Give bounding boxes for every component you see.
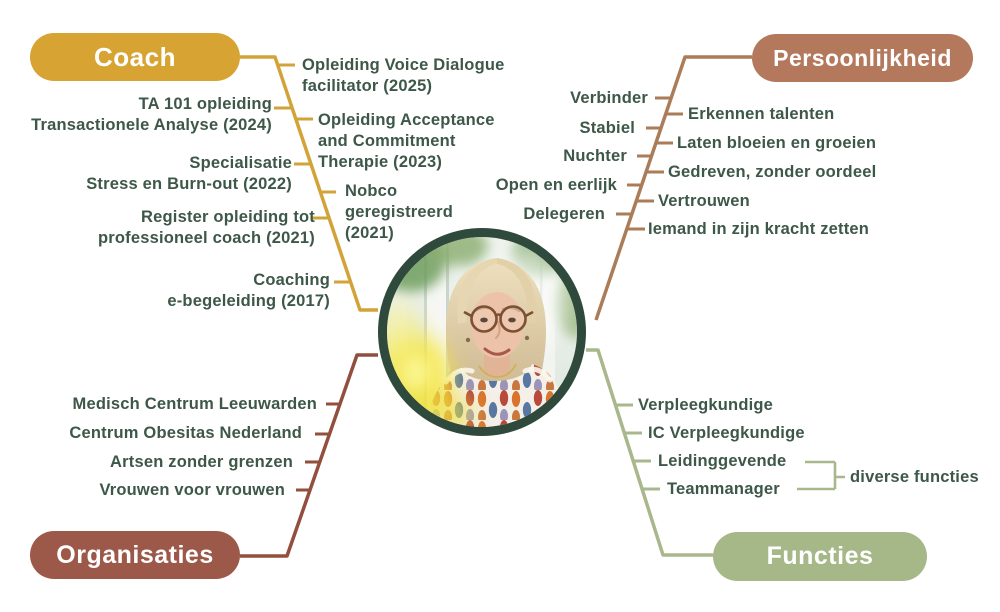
coach-item: Specialisatie Stress en Burn-out (2022) [86, 154, 292, 193]
necklace [478, 363, 517, 378]
persoonlijkheid-item: Vertrouwen [658, 192, 750, 210]
persoonlijkheid-item: Nuchter [563, 147, 627, 165]
functies-item: IC Verpleegkundige [648, 424, 805, 442]
coach-item: TA 101 opleiding Transactionele Analyse … [31, 95, 272, 134]
organisaties-item: Medisch Centrum Leeuwarden [72, 395, 317, 413]
coach-item: Register opleiding tot professioneel coa… [97, 208, 315, 247]
persoonlijkheid-node: Persoonlijkheid [752, 34, 973, 82]
organisaties-branch-line [240, 353, 378, 558]
functies-node: Functies [713, 532, 927, 581]
persoonlijkheid-item: Iemand in zijn kracht zetten [648, 220, 870, 238]
persoonlijkheid-item: Stabiel [579, 119, 635, 137]
persoonlijkheid-branch-line [594, 55, 752, 321]
center-photo [378, 228, 586, 436]
coach-item: Opleiding Acceptance and Commitment Ther… [318, 111, 495, 171]
coach-item: Opleiding Voice Dialogue facilitator (20… [302, 56, 505, 95]
persoonlijkheid-item: Delegeren [523, 205, 605, 223]
persoonlijkheid-item: Gedreven, zonder oordeel [668, 163, 877, 181]
hair-front-left [457, 258, 497, 324]
organisaties-item: Vrouwen voor vrouwen [99, 481, 285, 499]
functies-item: Leidinggevende [658, 452, 787, 470]
functies-item: Teammanager [667, 480, 780, 498]
right-eye [508, 317, 516, 323]
functies-item: Verpleegkundige [638, 396, 774, 414]
coach-node: Coach [30, 33, 240, 81]
left-earring [465, 337, 471, 343]
functies-annotation: diverse functies [850, 468, 979, 486]
persoonlijkheid-item: Erkennen talenten [688, 105, 835, 123]
nose [495, 321, 501, 339]
smile [483, 347, 511, 356]
persoonlijkheid-item: Laten bloeien en groeien [677, 134, 877, 152]
functies-branch-line [586, 348, 845, 557]
persoonlijkheid-item: Verbinder [570, 89, 648, 107]
diverse-functies-bracket [797, 460, 845, 491]
hair-front-right [497, 258, 537, 324]
right-earring [524, 335, 530, 341]
coach-branch-line [240, 55, 378, 312]
coach-item: Coaching e-begeleiding (2017) [167, 271, 330, 310]
organisaties-item: Centrum Obesitas Nederland [69, 424, 302, 442]
left-eye [480, 317, 488, 323]
persoonlijkheid-item: Open en eerlijk [495, 176, 617, 194]
glasses [463, 305, 534, 333]
organisaties-node: Organisaties [30, 531, 240, 579]
organisaties-item: Artsen zonder grenzen [110, 453, 293, 471]
coach-item: Nobco geregistreerd (2021) [345, 182, 454, 242]
